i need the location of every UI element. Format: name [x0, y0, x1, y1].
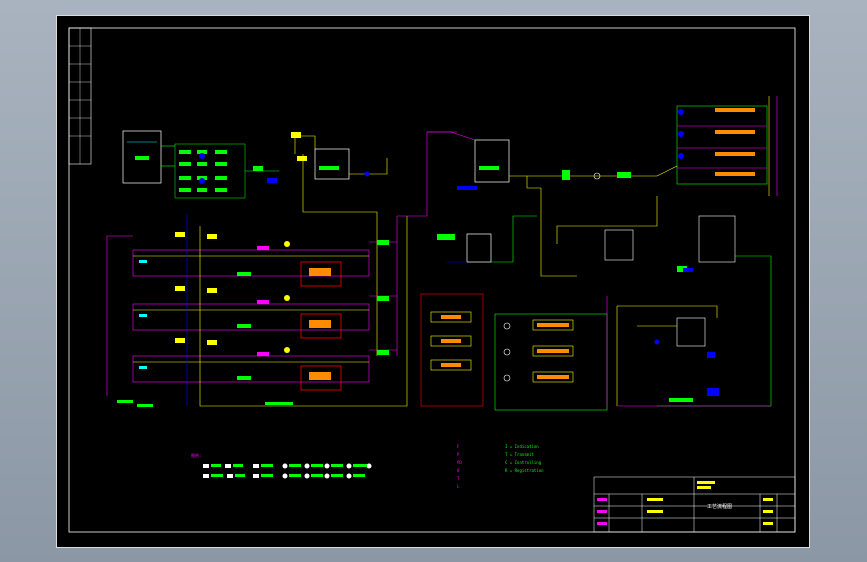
- note-left-line: PD: [457, 460, 462, 465]
- loop-2: [132, 303, 370, 339]
- bottom-right-train: [494, 296, 771, 411]
- notes-right: I = Indication T = Transmit C = Controll…: [505, 444, 544, 473]
- outer-frame: [68, 27, 796, 533]
- loop-1: [132, 249, 370, 287]
- title-block: [593, 476, 796, 533]
- note-left-line: T: [457, 476, 460, 481]
- center-tank-upper: [427, 131, 541, 190]
- notes-left: F P PD H T L: [457, 444, 462, 489]
- title-block-small-marks: [597, 481, 773, 525]
- center-tank-lower: [437, 215, 537, 263]
- legend-title: 图例:: [191, 452, 201, 458]
- loop-3: [132, 355, 370, 391]
- note-right-line: I = Indication: [505, 444, 539, 449]
- equipment-box-center: [420, 293, 484, 407]
- note-left-line: F: [457, 444, 460, 449]
- note-right-line: C = Controlling: [505, 460, 542, 465]
- feed-tank-a: [291, 132, 388, 356]
- loop-headers: [106, 131, 457, 407]
- note-left-line: L: [457, 484, 460, 489]
- drawing-sheet: 工艺流程图: [56, 15, 810, 548]
- pump-skid-left: [161, 143, 279, 199]
- process-flow-diagram: 工艺流程图: [68, 27, 796, 533]
- revision-strip-grid: [69, 28, 91, 164]
- main-process-line: [527, 165, 772, 407]
- note-right-line: R = Registration: [505, 468, 544, 473]
- legend-symbols: [203, 463, 372, 479]
- top-right-rack: [676, 96, 778, 196]
- loop-tags: [117, 260, 293, 407]
- note-left-line: P: [457, 452, 460, 457]
- title-block-name: 工艺流程图: [707, 503, 732, 510]
- raw-water-tank: [122, 130, 162, 184]
- note-left-line: H: [457, 468, 460, 473]
- loop-instruments: [175, 232, 389, 380]
- note-right-line: T = Transmit: [505, 452, 534, 457]
